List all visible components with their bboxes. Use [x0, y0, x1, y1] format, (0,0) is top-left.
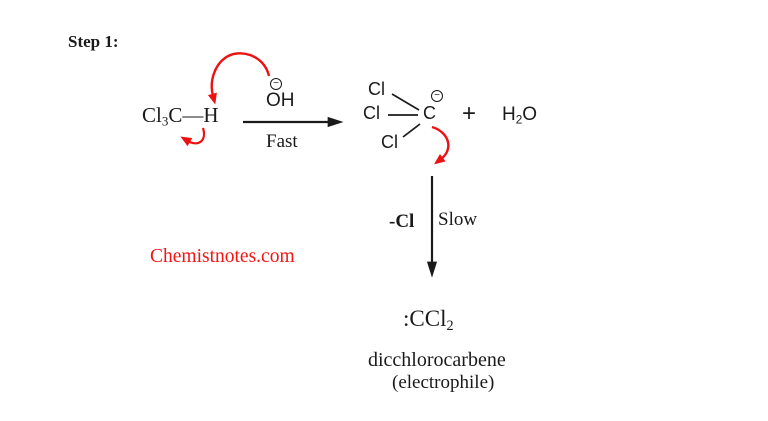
slow-rate-label: Slow [438, 209, 478, 230]
bond-cl-bottom [402, 123, 421, 138]
water-formula: H2O [502, 104, 538, 127]
reactant-h: H [203, 103, 219, 127]
curved-arrow-carbanion-to-chloride [431, 125, 450, 165]
reactant-cl-subscript: 3 [161, 113, 169, 129]
product-role: (electrophile) [392, 372, 495, 393]
water-subscript: 2 [515, 113, 523, 127]
product-lone-pair: : [403, 306, 410, 331]
product-formula: :CCl2 [403, 306, 454, 333]
reactant-cl: Cl [142, 103, 162, 127]
curved-arrow-hydroxide-to-hydrogen [207, 52, 271, 105]
water-o: O [522, 104, 538, 125]
reactant-formula: Cl3C—H [142, 103, 219, 129]
curved-arrow-ch-bond-to-carbon [180, 127, 206, 147]
hydroxide-label: OH [266, 90, 295, 111]
hydroxide-negative-charge-icon: − [270, 78, 282, 90]
reactant-c: C [168, 103, 183, 127]
carbanion-carbon-label: C [423, 103, 436, 123]
carbanion-negative-charge-icon: − [431, 90, 443, 102]
carbanion-cl-middle-label: Cl [363, 103, 380, 123]
bond-cl-top [391, 93, 420, 111]
watermark: Chemistnotes.com [150, 246, 295, 267]
carbanion-cl-bottom-label: Cl [381, 132, 398, 152]
step-label: Step 1: [68, 32, 119, 51]
product-name: dicchlorocarbene [368, 349, 506, 371]
product-subscript: 2 [446, 317, 454, 334]
carbanion-cl-top-label: Cl [368, 79, 385, 99]
reactant-ch-bond: — [182, 103, 204, 127]
fast-rate-label: Fast [266, 131, 298, 152]
water-h: H [502, 104, 516, 125]
plus-sign: + [462, 100, 477, 127]
leaving-group-label: -Cl [389, 211, 415, 232]
product-ccl: CCl [409, 306, 447, 331]
